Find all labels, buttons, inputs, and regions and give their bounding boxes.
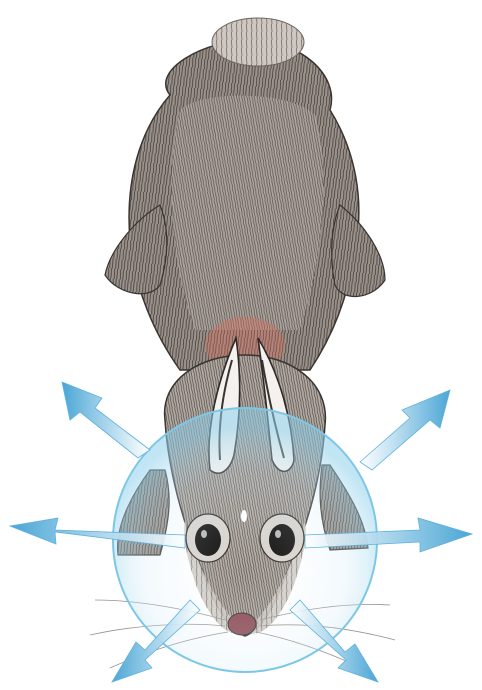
rabbit-body (129, 18, 359, 373)
tail (212, 18, 304, 66)
arrow-upper-left (62, 382, 150, 458)
arrow-upper-right (360, 390, 450, 470)
